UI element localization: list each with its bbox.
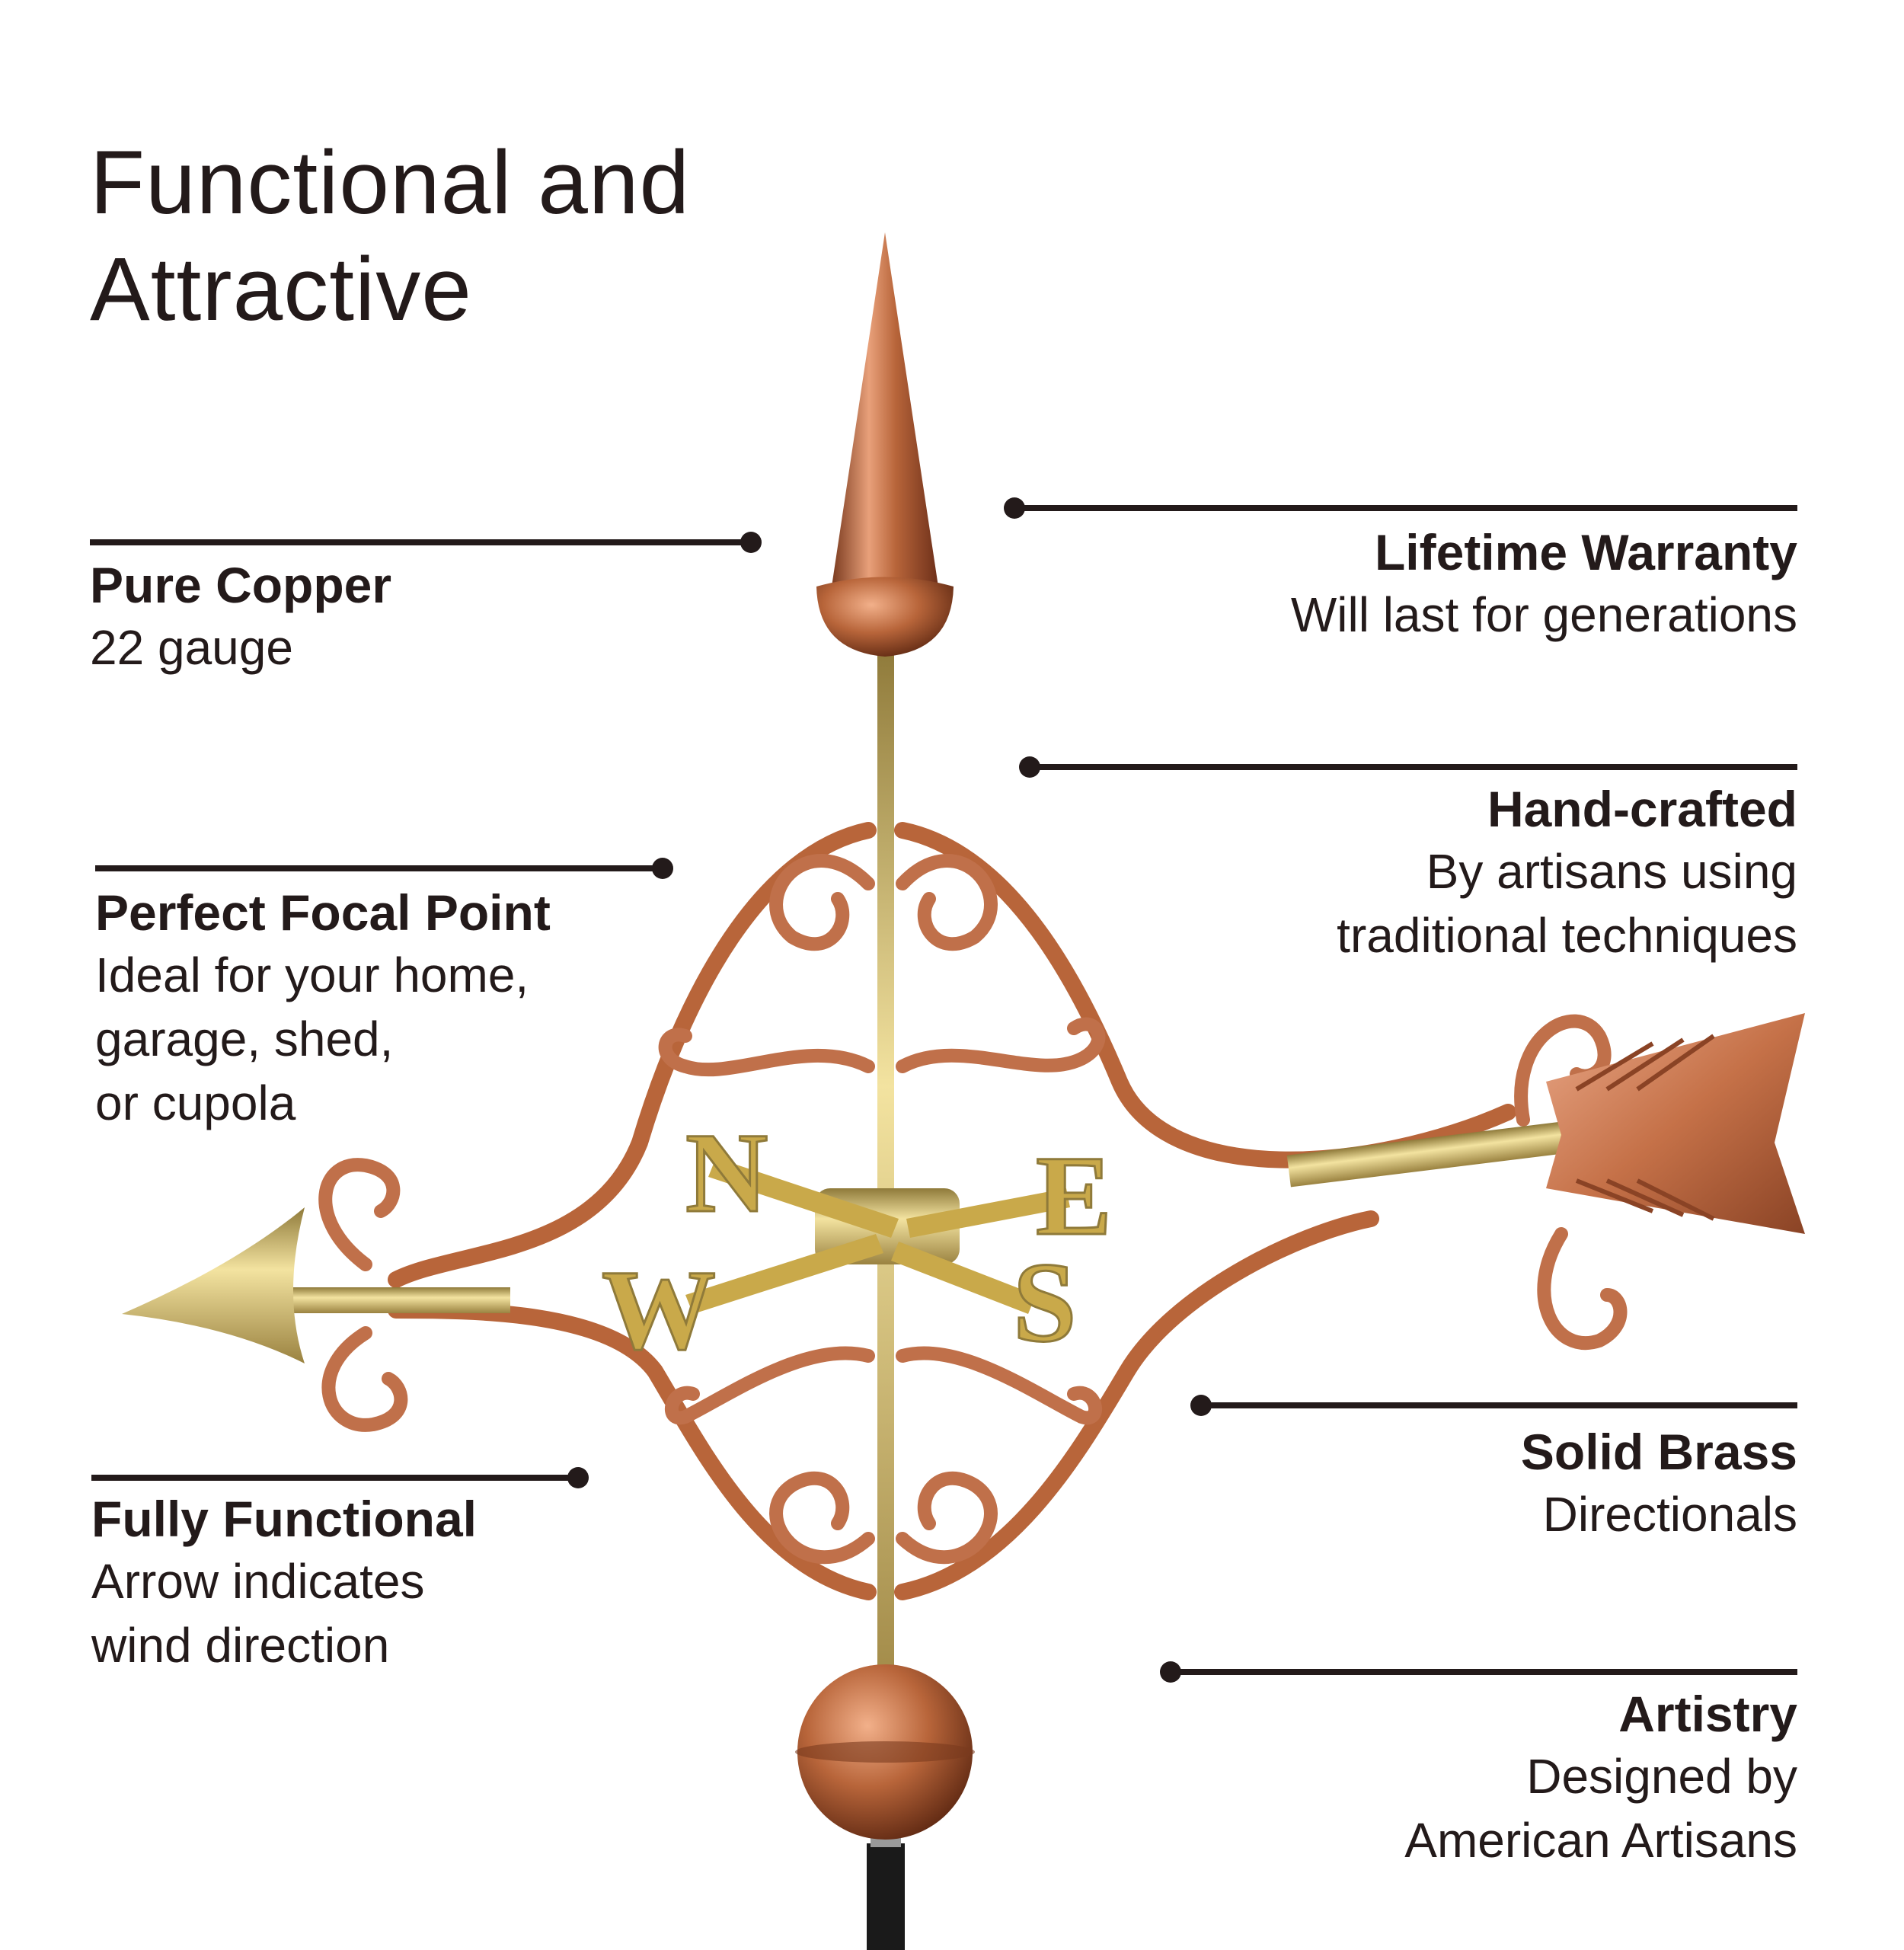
leader-solid-brass — [1201, 1402, 1797, 1408]
callout-desc-line: traditional techniques — [1337, 908, 1797, 963]
callout-heading: Pure Copper — [90, 557, 392, 613]
callout-desc-line: wind direction — [91, 1618, 390, 1673]
page-title: Functional and Attractive — [90, 129, 928, 343]
callout-desc: Ideal for your home, garage, shed, or cu… — [95, 943, 781, 1135]
callout-artistry: Artistry Designed by American Artisans — [1066, 1683, 1797, 1872]
callout-heading: Artistry — [1618, 1686, 1797, 1742]
scroll-arrow-right-bottom — [1537, 1227, 1628, 1351]
compass-directionals — [685, 1158, 1070, 1314]
callout-desc: By artisans using traditional techniques — [990, 839, 1797, 967]
scroll-low-left — [665, 1346, 875, 1425]
leader-hand-crafted — [1030, 764, 1797, 770]
callout-desc-line: garage, shed, — [95, 1012, 394, 1066]
callout-desc-line: Will last for generations — [1290, 587, 1797, 642]
callout-desc-line: Arrow indicates — [91, 1554, 425, 1609]
callout-heading: Perfect Focal Point — [95, 884, 551, 941]
scroll-arrow-left-top — [318, 1158, 401, 1271]
callout-focal-point: Perfect Focal Point Ideal for your home,… — [95, 882, 781, 1135]
callout-desc-line: Designed by — [1526, 1749, 1797, 1804]
arrow-shaft-left — [274, 1287, 510, 1313]
callout-pure-copper: Pure Copper 22 gauge — [90, 555, 775, 679]
callout-desc-line: Directionals — [1542, 1487, 1797, 1542]
callout-desc-line: Ideal for your home, — [95, 948, 529, 1002]
leader-fully-functional — [91, 1475, 579, 1481]
callout-heading: Fully Functional — [91, 1491, 477, 1547]
title-line-1: Functional and — [90, 133, 691, 233]
scroll-top-left — [769, 854, 875, 951]
finial-spire — [832, 232, 938, 587]
title-line-2: Attractive — [90, 239, 472, 340]
callout-desc-line: 22 gauge — [90, 620, 293, 675]
scroll-mid-right — [896, 1017, 1106, 1073]
callout-hand-crafted: Hand-crafted By artisans using tradition… — [990, 778, 1797, 967]
scroll-bottom-left — [769, 1471, 875, 1565]
callout-desc-line: American Artisans — [1404, 1813, 1797, 1868]
compass-north-letter: N — [685, 1110, 768, 1236]
callout-solid-brass: Solid Brass Directionals — [1066, 1421, 1797, 1546]
leader-artistry — [1171, 1669, 1797, 1675]
leader-pure-copper — [90, 539, 752, 545]
compass-south-letter: S — [1013, 1239, 1076, 1366]
scroll-top-right — [896, 854, 998, 951]
frame-lower-right — [894, 1210, 1379, 1600]
callout-desc-line: By artisans using — [1426, 844, 1797, 899]
callout-lifetime-warranty: Lifetime Warranty Will last for generati… — [990, 522, 1797, 647]
scroll-mid-left — [658, 1028, 875, 1077]
callout-desc: 22 gauge — [90, 615, 775, 679]
callout-desc: Will last for generations — [990, 583, 1797, 647]
leader-dot-focal-point — [652, 858, 673, 879]
scroll-bottom-right — [896, 1471, 998, 1565]
scroll-arrow-left-bottom — [321, 1326, 408, 1432]
compass-east-letter: E — [1036, 1133, 1112, 1259]
scroll-low-right — [896, 1346, 1102, 1425]
arrow-head — [122, 1207, 305, 1363]
callout-heading: Lifetime Warranty — [1374, 524, 1797, 580]
finial-cup — [816, 577, 954, 657]
callout-desc: Designed by American Artisans — [1066, 1744, 1797, 1872]
callout-desc: Arrow indicates wind direction — [91, 1549, 777, 1677]
compass-west-letter: W — [602, 1247, 716, 1373]
leader-focal-point — [95, 865, 663, 871]
leader-dot-fully-functional — [567, 1467, 589, 1488]
callout-desc-line: or cupola — [95, 1076, 296, 1130]
leader-lifetime-warranty — [1014, 505, 1797, 511]
callout-heading: Hand-crafted — [1487, 781, 1797, 837]
callout-heading: Solid Brass — [1520, 1424, 1797, 1480]
mounting-rod — [867, 1843, 905, 1950]
callout-fully-functional: Fully Functional Arrow indicates wind di… — [91, 1488, 777, 1677]
leader-dot-pure-copper — [740, 532, 762, 553]
callout-desc: Directionals — [1066, 1482, 1797, 1546]
